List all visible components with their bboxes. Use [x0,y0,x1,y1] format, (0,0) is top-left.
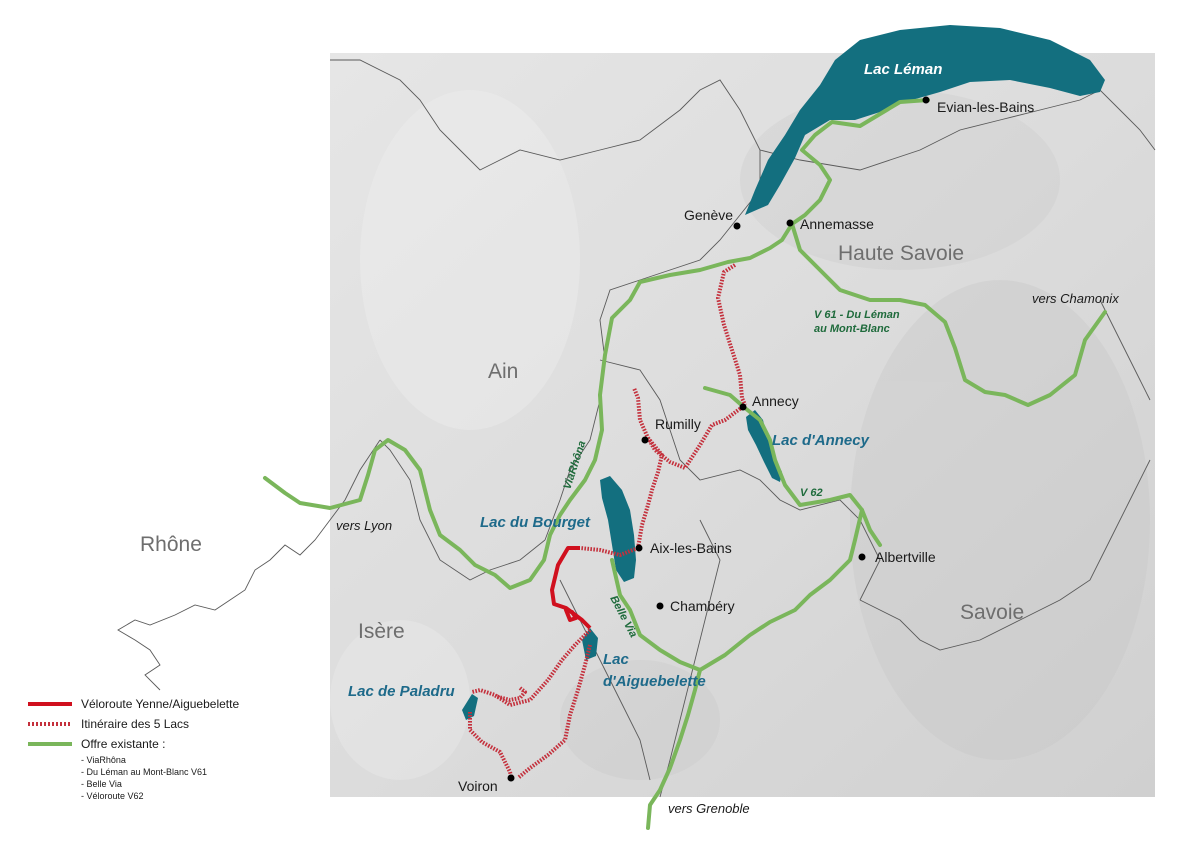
legend-swatch-green [28,742,72,746]
region-savoie: Savoie [960,601,1024,624]
dot-evian [922,96,930,104]
lake-bourget-shape [600,476,636,582]
region-ain: Ain [488,360,518,383]
dot-geneve [733,222,741,230]
lake-bourget-label: Lac du Bourget [480,514,591,531]
legend-sub-v61: - Du Léman au Mont-Blanc V61 [81,767,208,777]
map-legend: Véloroute Yenne/Aiguebelette Itinéraire … [28,694,288,802]
direction-lyon: vers Lyon [336,518,392,533]
legend-swatch-hatched [28,722,72,726]
city-aix: Aix-les-Bains [650,540,732,556]
region-rhone: Rhône [140,533,202,556]
legend-row-hatched: Itinéraire des 5 Lacs [28,714,288,734]
legend-label-green: Offre existante : [81,737,166,751]
dot-rumilly [641,436,649,444]
lake-annecy-shape [746,410,782,482]
terrain-shading [330,90,1150,780]
existing-routes [263,98,1107,830]
region-isere: Isère [358,620,405,643]
city-annecy: Annecy [752,393,799,409]
lake-annecy-label: Lac d'Annecy [772,432,870,449]
legend-sub-v62: - Véloroute V62 [81,791,144,801]
legend-sub-bellevia: - Belle Via [81,779,122,789]
route-v62-label: V 62 [800,487,823,499]
lakes [462,25,1105,720]
lake-leman-label: Lac Léman [864,61,942,78]
route-v61 [598,98,930,397]
dot-annecy [739,403,747,411]
itineraire-5-lacs [468,263,747,781]
route-v61-east [790,222,1107,407]
veloroute-yenne-aiguebelette [550,546,592,630]
route-v61-label-1: V 61 - Du Léman [814,309,900,321]
region-haute-savoie: Haute Savoie [838,242,964,265]
city-evian: Evian-les-Bains [937,99,1034,115]
lake-leman-shape [745,25,1105,215]
city-dots [507,96,930,782]
lake-aiguebelette-label-1: Lac [603,651,630,668]
dot-voiron [507,774,515,782]
dot-aix [635,544,643,552]
lake-aiguebelette-label-2: d'Aiguebelette [603,673,706,690]
city-albertville: Albertville [875,549,936,565]
dot-albertville [858,553,866,561]
legend-label-hatched: Itinéraire des 5 Lacs [81,717,190,731]
terrain-background [330,53,1155,797]
department-borders [117,59,1156,798]
city-voiron: Voiron [458,778,498,794]
route-v62 [860,508,882,547]
legend-row-green: Offre existante : [28,734,288,754]
route-annecy-loop [610,386,864,672]
dot-chambery [656,602,664,610]
city-geneve: Genève [684,207,733,223]
legend-swatch-red [28,702,72,706]
direction-chamonix: vers Chamonix [1032,291,1119,306]
city-rumilly: Rumilly [655,416,701,432]
lake-paladru-shape [462,694,478,720]
route-v61-label-2: au Mont-Blanc [814,323,890,335]
lake-paladru-label: Lac de Paladru [348,683,455,700]
city-annemasse: Annemasse [800,216,874,232]
legend-row-red: Véloroute Yenne/Aiguebelette [28,694,288,714]
direction-grenoble: vers Grenoble [668,801,750,816]
legend-sub-viarhona: - ViaRhôna [81,755,126,765]
route-viarhona [263,393,604,590]
legend-label-red: Véloroute Yenne/Aiguebelette [81,697,240,711]
route-grenoble [646,668,702,830]
dot-annemasse [786,219,794,227]
city-chambery: Chambéry [670,598,735,614]
